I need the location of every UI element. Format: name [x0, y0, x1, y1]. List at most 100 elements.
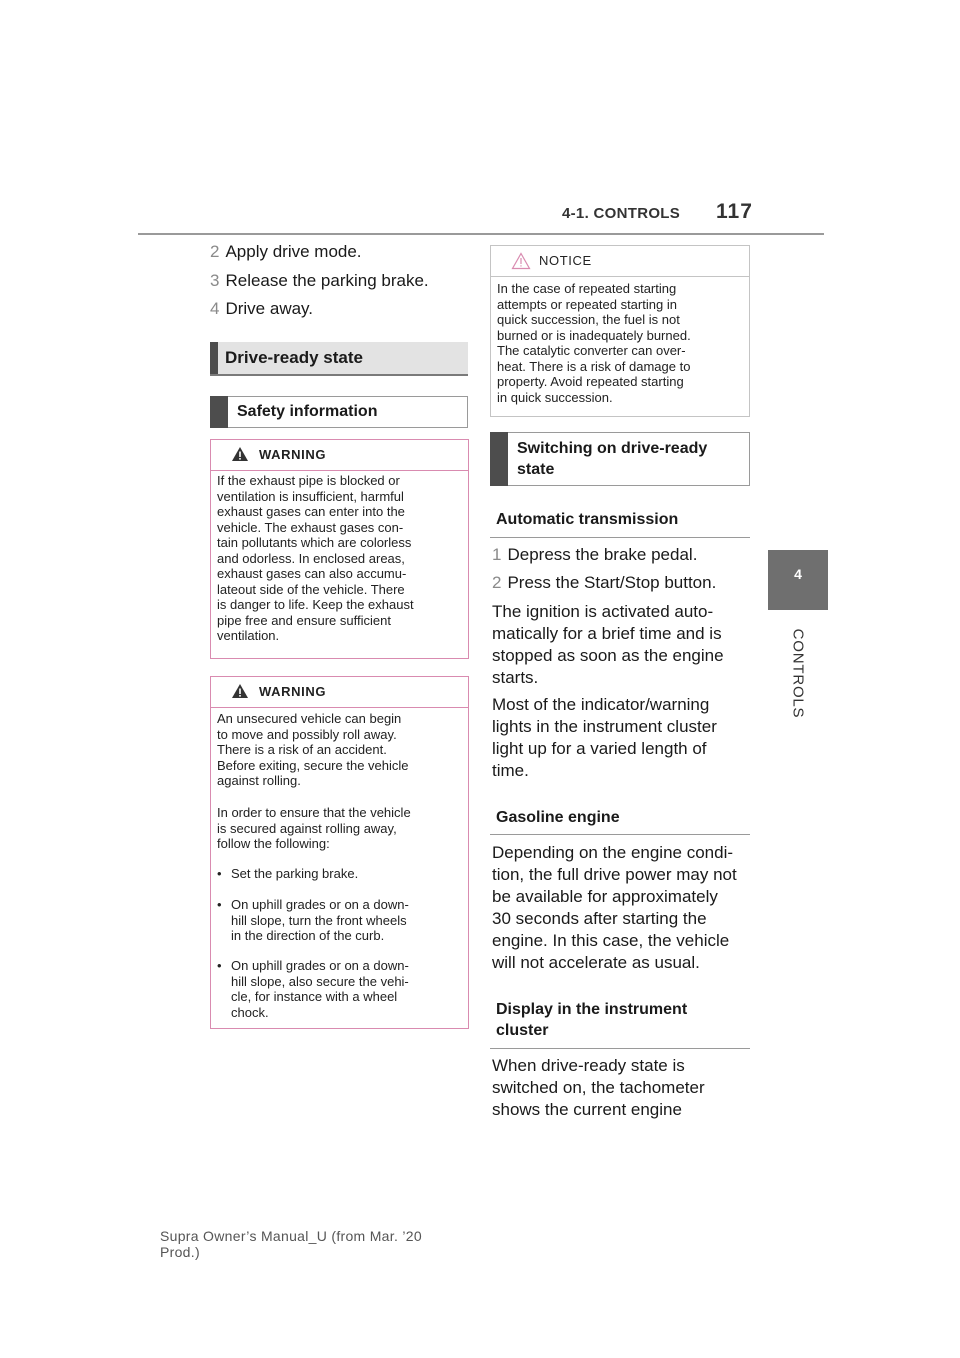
step-item: 2 Apply drive mode. [210, 242, 362, 262]
text-line: The ignition is activated auto- [492, 602, 714, 621]
text-line: is secured against rolling away, [217, 820, 397, 836]
warning-triangle-icon [232, 684, 248, 698]
warning-box: WARNING An unsecured vehicle can begin t… [210, 676, 469, 1029]
minor-heading: Gasoline engine [490, 800, 750, 835]
text-line: exhaust gases can also accumu- [217, 566, 407, 581]
section-title: 4-1. CONTROLS [562, 205, 681, 222]
text-line: Before exiting, secure the vehicle [217, 757, 409, 773]
text-line: tain pollutants which are colorless [217, 535, 412, 550]
text-line: ventilation is insufficient, harmful [217, 488, 404, 504]
text-line: Most of the indicator/warning [492, 695, 710, 714]
step-text: Press the Start/Stop button. [507, 573, 717, 592]
bullet-item: • On uphill grades or on a down- hill sl… [217, 958, 462, 1020]
text-line: follow the following: [217, 836, 330, 851]
step-item: 4 Drive away. [210, 299, 313, 319]
text-line: In order to ensure that the vehicle [217, 805, 411, 820]
text-line: matically for a brief time and is [492, 624, 722, 643]
text-line: hill slope, turn the front wheels [231, 912, 407, 928]
footer-line: Supra Owner’s Manual_U (from Mar. ’20 [160, 1228, 422, 1244]
warning-title: WARNING [259, 447, 327, 462]
notice-text: In the case of repeated starting attempt… [497, 281, 743, 405]
text-line: In the case of repeated starting [497, 281, 677, 296]
notice-box: NOTICE In the case of repeated starting … [490, 245, 750, 417]
step-text: Depress the brake pedal. [507, 545, 698, 564]
text-line: burned or is inadequately burned. [497, 327, 691, 343]
text-line: The catalytic converter can over- [497, 343, 686, 358]
section-heading: Drive-ready state [210, 342, 468, 376]
warning-box: WARNING If the exhaust pipe is blocked o… [210, 439, 469, 659]
text-line: lateout side of the vehicle. There [217, 581, 405, 597]
text-line: Depending on the engine condi- [492, 843, 734, 862]
text-line: against rolling. [217, 773, 301, 788]
heading-bar [490, 432, 508, 486]
text-line: On uphill grades or on a down- [231, 958, 409, 973]
footer: Supra Owner’s Manual_U (from Mar. ’20 Pr… [160, 1228, 422, 1260]
page-number: 117 [716, 200, 753, 223]
text-line: Display in the instrument [496, 1001, 688, 1018]
step-number: 1 [492, 545, 502, 564]
chapter-tab [768, 550, 828, 610]
warning-header: WARNING [211, 440, 468, 471]
bullet-dot: • [217, 958, 222, 973]
body-paragraph: The ignition is activated auto- maticall… [492, 601, 724, 689]
notice-triangle-icon [511, 252, 531, 270]
step-number: 2 [210, 242, 220, 261]
notice-title: NOTICE [539, 253, 592, 268]
text-line: attempts or repeated starting in [497, 296, 677, 312]
step-text: Apply drive mode. [225, 242, 362, 261]
text-line: state [517, 461, 555, 478]
text-line: 30 seconds after starting the [492, 909, 707, 928]
text-line: lights in the instrument cluster [492, 717, 717, 736]
heading-text: Drive-ready state [225, 348, 363, 367]
text-line: hill slope, also secure the vehi- [231, 973, 409, 989]
text-line: to move and possibly roll away. [217, 726, 397, 742]
text-line: When drive-ready state is [492, 1056, 685, 1075]
warning-header: WARNING [211, 677, 468, 708]
text-line: exhaust gases can enter into the [217, 504, 405, 519]
bullet-dot: • [217, 897, 222, 912]
text-line: pipe free and ensure sufficient [217, 612, 391, 628]
text-line: On uphill grades or on a down- [231, 897, 409, 912]
text-line: shows the current engine [492, 1100, 682, 1119]
text-line: engine. In this case, the vehicle [492, 931, 730, 950]
text-line: Switching on drive-ready [517, 440, 708, 457]
text-line: vehicle. The exhaust gases con- [217, 519, 404, 535]
body-paragraph: Depending on the engine condi- tion, the… [492, 842, 737, 974]
warning-triangle-icon [232, 447, 248, 461]
heading-text: Gasoline engine [496, 809, 620, 826]
warning-title: WARNING [259, 684, 327, 699]
text-line: will not accelerate as usual. [492, 953, 700, 972]
heading-text: Display in the instrument cluster [496, 999, 687, 1041]
warning-paragraph: In order to ensure that the vehicle is s… [217, 805, 462, 852]
step-number: 4 [210, 299, 220, 318]
chapter-label: CONTROLS [789, 628, 807, 719]
text-line: in the direction of the curb. [231, 928, 385, 943]
text-line: cluster [496, 1022, 549, 1039]
text-line: stopped as soon as the engine [492, 646, 724, 665]
step-number: 2 [492, 573, 502, 592]
text-line: An unsecured vehicle can begin [217, 711, 402, 726]
step-text: Drive away. [225, 299, 314, 318]
subheading: Switching on drive-ready state [490, 432, 750, 486]
text-line: in quick succession. [497, 389, 613, 405]
subheading: Safety information [210, 396, 468, 428]
text-line: There is a risk of an accident. [217, 742, 387, 757]
minor-heading: Display in the instrument cluster [490, 993, 750, 1049]
text-line: time. [492, 761, 529, 780]
header-rule [138, 233, 824, 235]
footer-line: Prod.) [160, 1244, 200, 1260]
text-line: starts. [492, 668, 539, 687]
text-line: light up for a varied length of [492, 739, 707, 758]
bullet-item: • On uphill grades or on a down- hill sl… [217, 897, 462, 944]
warning-paragraph: An unsecured vehicle can begin to move a… [217, 711, 462, 789]
warning-text: If the exhaust pipe is blocked or ventil… [217, 473, 462, 644]
heading-text: Automatic transmission [496, 511, 679, 528]
step-item: 2 Press the Start/Stop button. [492, 573, 716, 593]
step-item: 1 Depress the brake pedal. [492, 545, 697, 565]
text-line: property. Avoid repeated starting [497, 374, 684, 389]
heading-text: Safety information [237, 403, 378, 420]
text-line: quick succession, the fuel is not [497, 312, 680, 327]
text-line: be available for approximately [492, 887, 718, 906]
text-line: switched on, the tachometer [492, 1078, 705, 1097]
